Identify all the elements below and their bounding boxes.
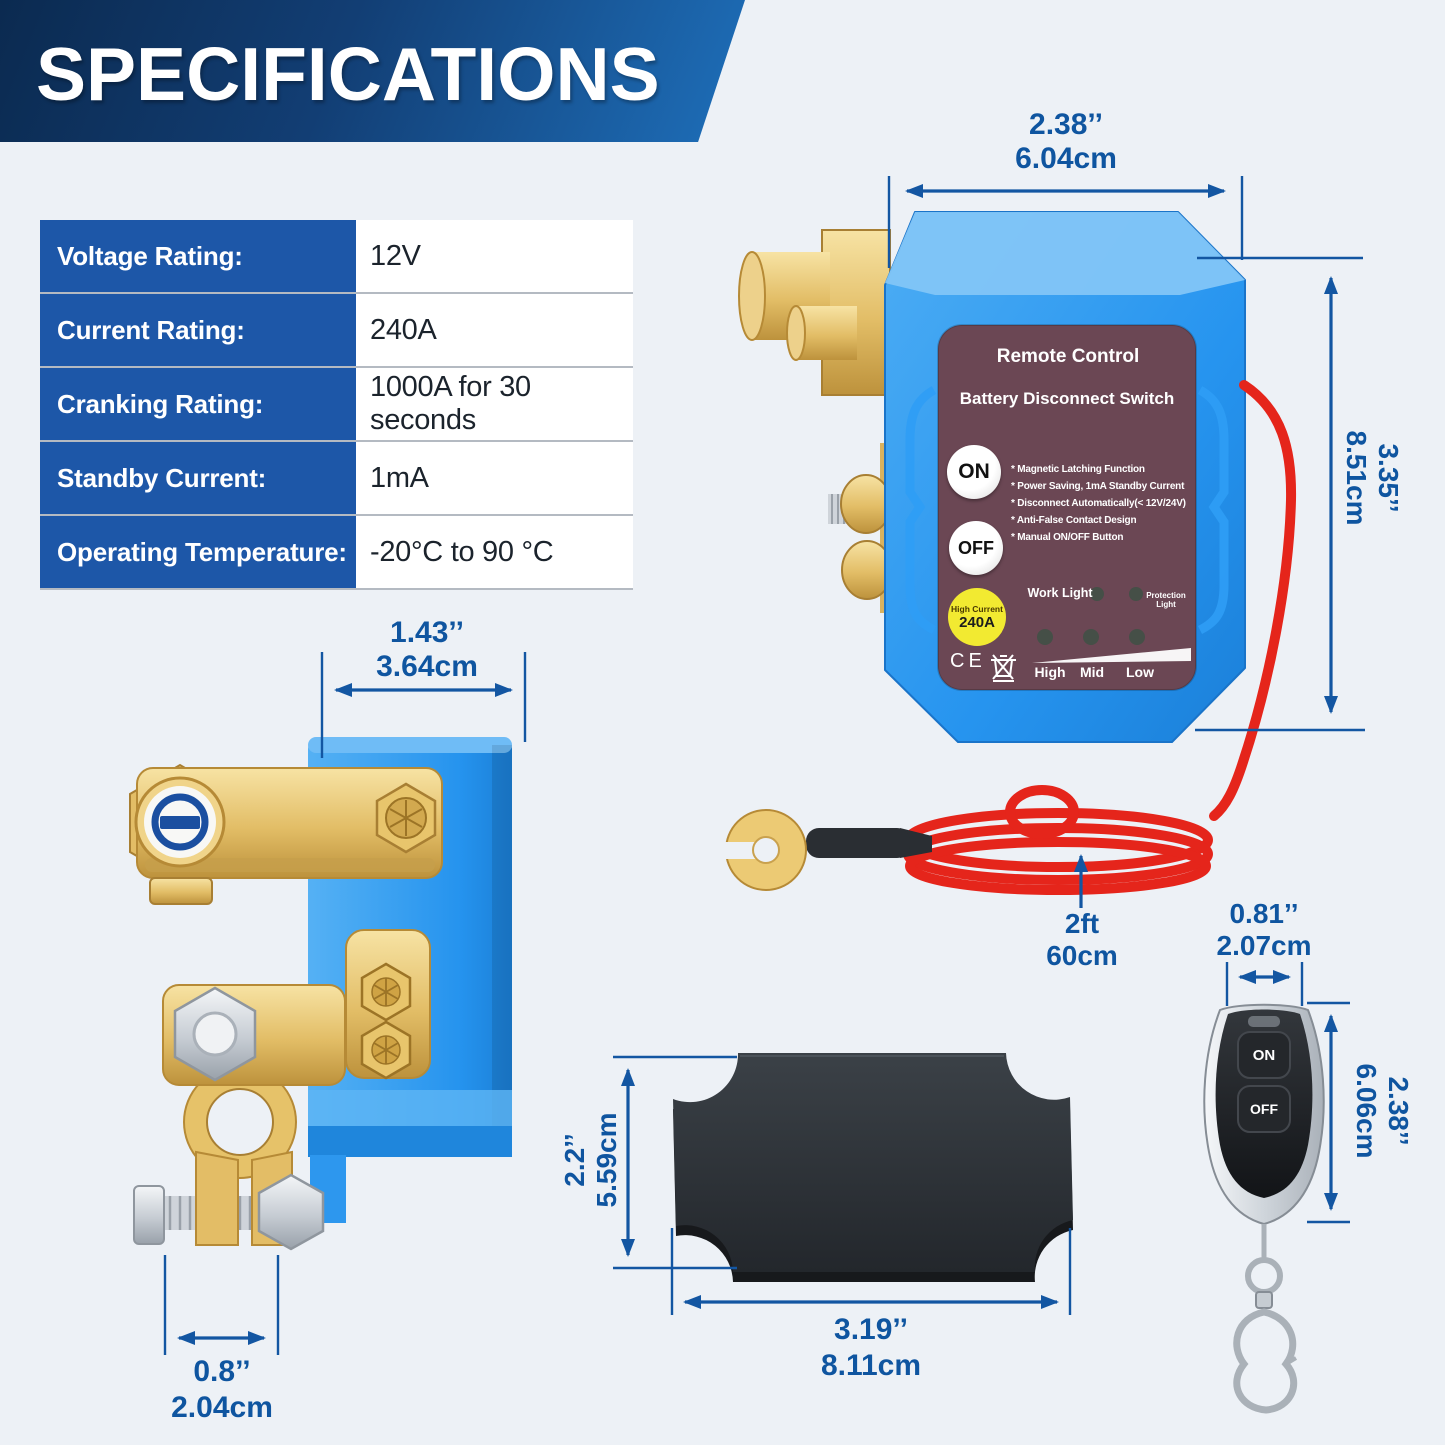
fork-terminal-icon: [712, 809, 807, 891]
table-row: Operating Temperature: -20°C to 90 °C: [40, 516, 633, 590]
device-label-title: Remote Control: [996, 346, 1140, 367]
dim-device-width: 2.38’’ 6.04cm: [1015, 108, 1117, 175]
dim-clamp-width: 0.8’’ 2.04cm: [171, 1355, 273, 1424]
dim-remote-height: 2.38’’ 6.06cm: [1351, 1063, 1414, 1159]
table-row: Cranking Rating: 1000A for 30 seconds: [40, 368, 633, 442]
spec-value: -20°C to 90 °C: [356, 516, 633, 588]
protection-light-led-icon: [1129, 587, 1143, 601]
level-led-icon: [1083, 629, 1099, 645]
minus-terminal-icon: [134, 776, 226, 868]
spec-label: Current Rating:: [40, 294, 356, 366]
level-led-icon: [1129, 629, 1145, 645]
high-current-badge: High Current 240A: [948, 588, 1006, 646]
silver-nut-icon: [173, 986, 257, 1082]
dimension-lines: [163, 176, 1365, 1355]
remote-fob-illustration: [1203, 1003, 1325, 1414]
feature-item: * Anti-False Contact Design: [1011, 515, 1137, 526]
table-row: Standby Current: 1mA: [40, 442, 633, 516]
level-label-low: Low: [1126, 664, 1154, 680]
table-row: Current Rating: 240A: [40, 294, 633, 368]
dim-wire-length: 2ft 60cm: [1046, 908, 1118, 971]
remote-off-key: [1237, 1085, 1291, 1133]
page-title: SPECIFICATIONS: [36, 32, 660, 116]
level-led-icon: [1037, 629, 1053, 645]
level-label-mid: Mid: [1079, 664, 1105, 680]
device-label-subtitle: Battery Disconnect Switch: [959, 389, 1175, 408]
spec-table: Voltage Rating: 12V Current Rating: 240A…: [40, 220, 633, 590]
ce-mark: CE: [950, 650, 986, 672]
remote-on-key: [1237, 1031, 1291, 1079]
remote-on-button: ON: [1252, 1046, 1276, 1064]
hex-bolt-icon: [360, 962, 412, 1022]
remote-led-window: [1248, 1016, 1280, 1027]
dim-device-height: 3.35’’ 8.51cm: [1341, 430, 1404, 526]
feature-item: * Magnetic Latching Function: [1011, 464, 1145, 475]
spec-value: 240A: [356, 294, 633, 366]
brass-cylinder-terminal: [738, 251, 857, 361]
work-light-label: Work Light: [1027, 586, 1093, 600]
feature-item: * Power Saving, 1mA Standby Current: [1011, 481, 1185, 492]
spec-value: 1000A for 30 seconds: [356, 368, 633, 440]
header-banner: SPECIFICATIONS: [0, 0, 745, 142]
silver-nut-icon: [257, 1173, 325, 1251]
spec-label: Operating Temperature:: [40, 516, 356, 588]
spec-value: 12V: [356, 220, 633, 292]
spec-value: 1mA: [356, 442, 633, 514]
side-view-switch-illustration: [129, 737, 512, 1251]
spec-label: Standby Current:: [40, 442, 356, 514]
dim-plate-height: 2.2’’ 5.59cm: [559, 1112, 622, 1208]
hex-bolt-icon: [360, 1020, 412, 1080]
dim-plate-width: 3.19’’ 8.11cm: [820, 1313, 922, 1382]
keychain-clasp-icon: [1233, 1224, 1298, 1414]
feature-item: * Manual ON/OFF Button: [1011, 532, 1124, 543]
work-light-led-icon: [1090, 587, 1104, 601]
level-label-high: High: [1034, 664, 1066, 680]
dim-side-width: 1.43’’ 3.64cm: [376, 616, 478, 683]
off-button: OFF: [949, 521, 1003, 575]
protection-light-label: Protection Light: [1146, 591, 1186, 609]
spec-label: Cranking Rating:: [40, 368, 356, 440]
mounting-plate-illustration: [673, 1053, 1073, 1282]
on-button: ON: [947, 445, 1001, 499]
dim-remote-width: 0.81’’ 2.07cm: [1216, 898, 1312, 961]
spec-label: Voltage Rating:: [40, 220, 356, 292]
remote-off-button: OFF: [1250, 1101, 1278, 1117]
level-wedge-icon: [1032, 648, 1191, 663]
red-wire: [1209, 380, 1297, 821]
wire-coil-illustration: [712, 785, 1213, 895]
feature-item: * Disconnect Automatically(< 12V/24V): [1011, 498, 1186, 509]
feature-list: * Magnetic Latching Function * Power Sav…: [1011, 461, 1186, 546]
table-row: Voltage Rating: 12V: [40, 220, 633, 294]
hex-bolt-icon: [375, 782, 437, 854]
weee-bin-icon: [991, 654, 1016, 682]
